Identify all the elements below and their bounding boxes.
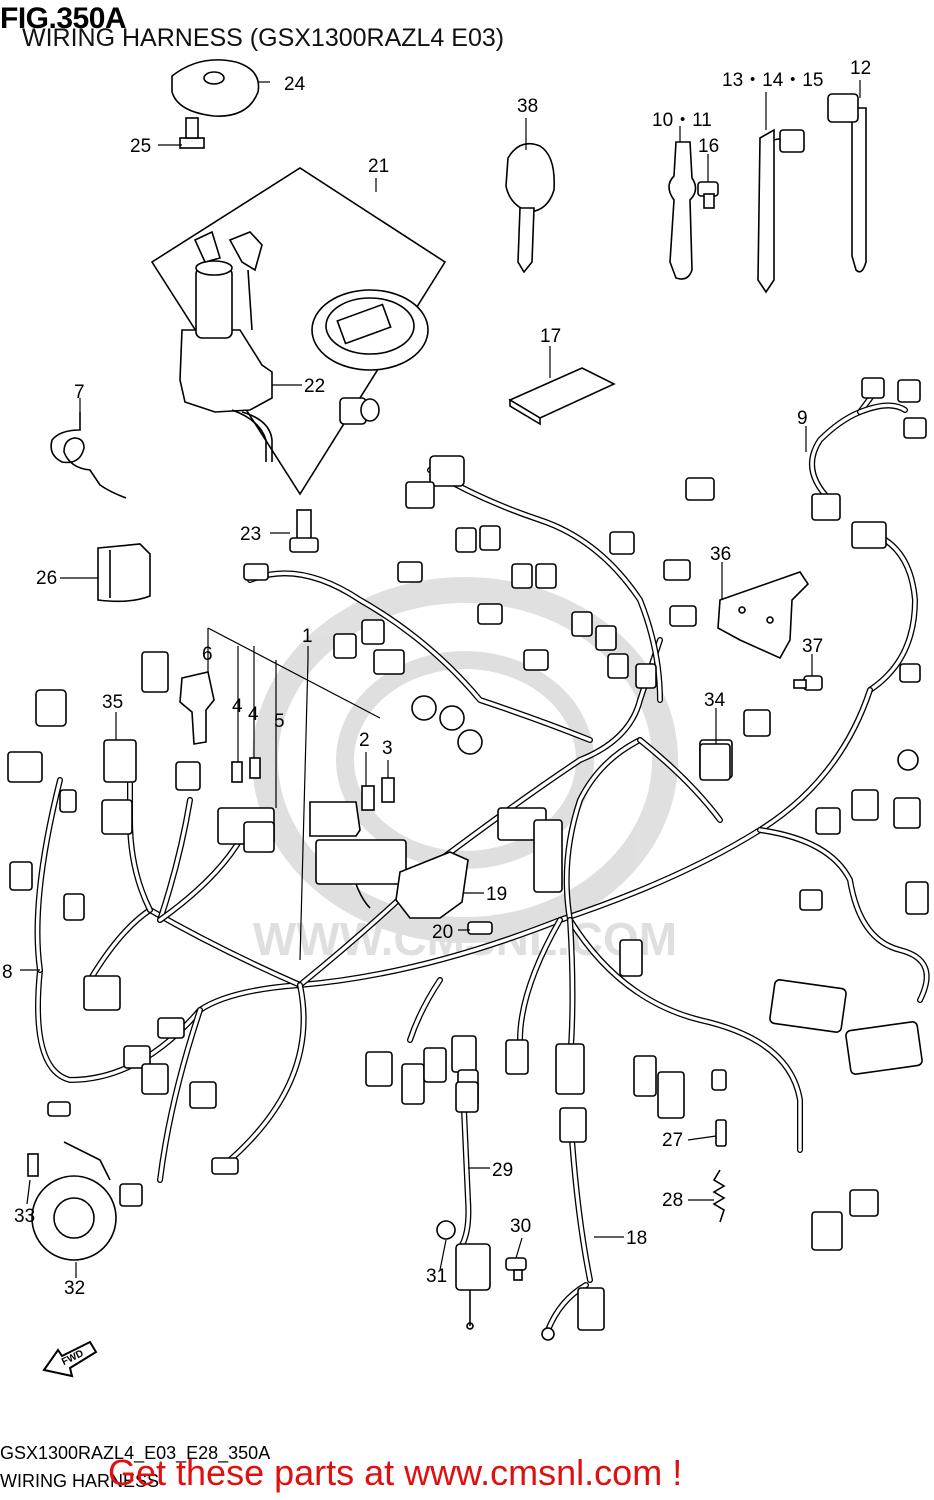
main-wiring-harness-1[interactable]	[7, 455, 930, 1251]
callout-27: 27	[662, 1130, 683, 1151]
spring-7[interactable]	[50, 412, 127, 499]
callout-4a: 4	[232, 696, 243, 717]
fuses-2-3-4[interactable]	[231, 757, 395, 811]
figure-title: FIG.350A	[0, 2, 127, 35]
callout-21: 21	[368, 156, 389, 177]
callout-28: 28	[662, 1190, 683, 1211]
leader-lines	[20, 80, 861, 1278]
callout-6: 6	[202, 644, 213, 665]
clamp-10-11[interactable]	[668, 141, 697, 280]
sub-harness-29[interactable]	[455, 1081, 479, 1248]
callout-13-14-15: 13・14・15	[722, 70, 823, 91]
callout-2: 2	[359, 730, 370, 751]
callouts: 24 25 21 22 23 38 10・11 16 13・14・15 12 1…	[2, 58, 871, 1299]
callout-33: 33	[14, 1206, 35, 1227]
key-38[interactable]	[505, 142, 556, 274]
spring-28[interactable]	[712, 1169, 726, 1223]
fuse-box-cover-6[interactable]	[179, 671, 215, 745]
callout-1: 1	[302, 626, 313, 647]
fuse-box-19-bracket[interactable]	[309, 801, 469, 919]
callout-16: 16	[698, 136, 719, 157]
callout-17: 17	[540, 326, 561, 347]
bolt-25[interactable]	[179, 117, 205, 149]
sub-harness-18[interactable]	[541, 1107, 605, 1341]
bolt-16[interactable]	[697, 181, 719, 209]
screw-20[interactable]	[467, 921, 493, 935]
callout-32: 32	[64, 1278, 85, 1299]
callout-34: 34	[704, 690, 726, 711]
relay-34[interactable]	[699, 743, 731, 781]
callout-4b: 4	[248, 704, 259, 725]
callout-10-11: 10・11	[652, 110, 712, 131]
callout-36: 36	[710, 544, 731, 565]
callout-20: 20	[432, 922, 453, 943]
fwd-arrow-icon: FWD	[42, 1340, 98, 1378]
fuse-holder-5[interactable]	[217, 807, 275, 853]
watermark-text: WWW.CMSNL.COM	[253, 913, 677, 965]
callout-35: 35	[102, 692, 123, 713]
screw-30[interactable]	[505, 1257, 527, 1281]
callout-9: 9	[797, 408, 808, 429]
callout-29: 29	[492, 1160, 513, 1181]
clamp-12[interactable]	[827, 93, 867, 273]
callout-25: 25	[130, 136, 151, 157]
clamp-13-14-15[interactable]	[757, 128, 805, 294]
switch-27[interactable]	[715, 1119, 727, 1147]
switch-31[interactable]	[436, 1220, 491, 1330]
promo-link[interactable]: Get these parts at www.cmsnl.com !	[108, 1452, 683, 1493]
bolt-33[interactable]	[27, 1153, 39, 1177]
sub-harness-9[interactable]	[809, 377, 927, 693]
bracket-36[interactable]	[717, 571, 810, 660]
callout-38: 38	[517, 96, 538, 117]
bolt-23[interactable]	[289, 509, 319, 553]
callout-30: 30	[510, 1216, 531, 1237]
callout-12: 12	[850, 58, 871, 79]
pad-17[interactable]	[508, 367, 616, 426]
horn-32[interactable]	[31, 1141, 117, 1261]
footer-diagram-name: WIRING HARNESS	[0, 1471, 160, 1491]
rubber-boot-26[interactable]	[97, 543, 151, 603]
cap-cover-24[interactable]	[171, 59, 260, 117]
callout-31: 31	[426, 1266, 447, 1287]
callout-24: 24	[284, 74, 306, 95]
callout-23: 23	[240, 524, 261, 545]
callout-7: 7	[74, 382, 85, 403]
callout-37: 37	[802, 636, 823, 657]
callout-18: 18	[626, 1228, 647, 1249]
footer-diagram-code: GSX1300RAZL4_E03_E28_350A	[0, 1443, 271, 1463]
bolt-37[interactable]	[793, 675, 823, 691]
callout-26: 26	[36, 568, 57, 589]
ignition-lock-set-21[interactable]	[150, 167, 447, 496]
callout-22: 22	[304, 376, 325, 397]
relay-35[interactable]	[103, 739, 137, 783]
callout-3: 3	[382, 738, 393, 759]
callout-19: 19	[486, 884, 507, 905]
callout-5: 5	[274, 711, 285, 732]
callout-8: 8	[2, 962, 13, 983]
figure-subtitle: WIRING HARNESS (GSX1300RAZL4 E03)	[22, 24, 505, 52]
